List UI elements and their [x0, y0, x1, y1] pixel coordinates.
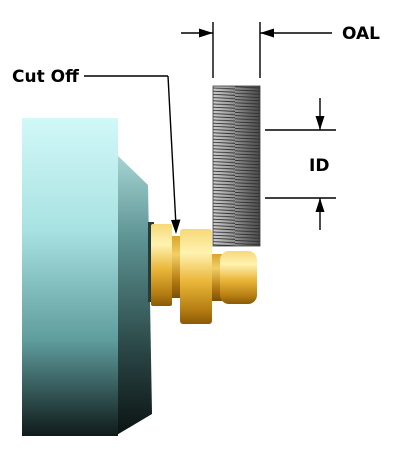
id-dimension: ID — [265, 98, 336, 230]
chuck — [22, 118, 154, 436]
cut-off-ring — [212, 85, 261, 247]
cut-off-groove — [172, 236, 180, 298]
cut-off-leader: Cut Off — [12, 67, 181, 234]
workpiece-tip — [220, 251, 257, 304]
cut-off-label: Cut Off — [12, 67, 79, 87]
workpiece-shoulder — [151, 224, 172, 306]
workpiece — [151, 224, 257, 324]
chuck-taper — [115, 153, 152, 436]
workpiece-collar — [180, 229, 212, 324]
workpiece-neck — [212, 254, 222, 301]
oal-dimension: OAL — [181, 22, 380, 78]
id-label: ID — [309, 156, 329, 176]
chuck-body — [22, 118, 118, 436]
oal-label: OAL — [342, 24, 380, 44]
